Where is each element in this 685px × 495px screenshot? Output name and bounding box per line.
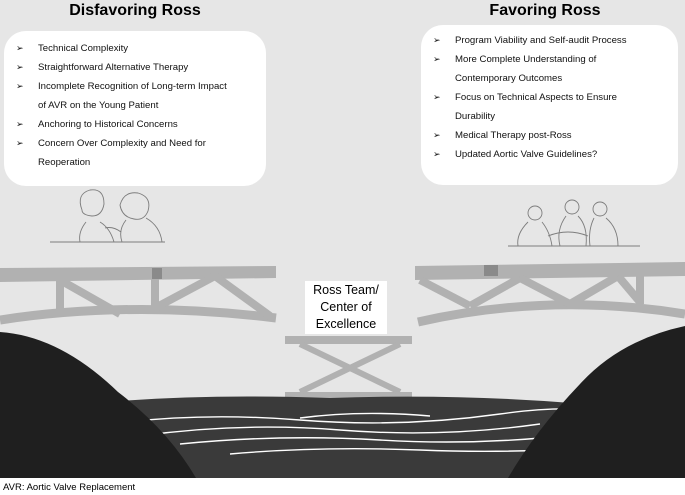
left-cliff <box>0 332 196 478</box>
disfavoring-factors-box: ➢Technical Complexity ➢Straightforward A… <box>4 31 266 186</box>
favoring-factors-box: ➢Program Viability and Self-audit Proces… <box>421 25 678 185</box>
favoring-factor-list: ➢Program Viability and Self-audit Proces… <box>433 31 670 164</box>
list-item: ➢More Complete Understanding of <box>433 50 670 69</box>
list-item-continuation: Contemporary Outcomes <box>455 73 563 84</box>
ross-team-label-line: Ross Team/ <box>313 283 379 297</box>
right-bridge-truss <box>418 272 644 310</box>
list-item-continuation: of AVR on the Young Patient <box>38 100 159 111</box>
right-cliff <box>508 326 685 478</box>
arrow-bullet-icon: ➢ <box>433 130 441 140</box>
disfavoring-heading: Disfavoring Ross <box>69 2 201 19</box>
list-item: ➢Anchoring to Historical Concerns <box>16 115 258 134</box>
abbreviation-footnote: AVR: Aortic Valve Replacement <box>3 482 136 493</box>
arrow-bullet-icon: ➢ <box>16 138 24 148</box>
right-bridge-lower-arc <box>417 300 685 327</box>
list-item: ➢Concern Over Complexity and Need for <box>16 134 258 153</box>
arrow-bullet-icon: ➢ <box>433 35 441 45</box>
favoring-heading: Favoring Ross <box>489 2 601 19</box>
left-bridge-truss <box>56 272 273 320</box>
arrow-bullet-icon: ➢ <box>16 119 24 129</box>
list-item: ➢Incomplete Recognition of Long-term Imp… <box>16 77 258 96</box>
center-lift-span <box>285 336 412 400</box>
arrow-bullet-icon: ➢ <box>433 54 441 64</box>
arrow-bullet-icon: ➢ <box>16 43 24 53</box>
ross-team-label: Ross Team/ Center of Excellence <box>305 281 387 334</box>
left-bridge-lower-arc <box>0 304 277 325</box>
arrow-bullet-icon: ➢ <box>433 149 441 159</box>
list-item: ➢Medical Therapy post-Ross <box>433 126 670 145</box>
list-item: ➢Updated Aortic Valve Guidelines? <box>433 145 670 164</box>
list-item: ➢Straightforward Alternative Therapy <box>16 58 258 77</box>
surgical-team-sketch <box>508 199 640 247</box>
list-item: ➢Focus on Technical Aspects to Ensure <box>433 88 670 107</box>
ross-team-label-line: Center of <box>320 300 372 314</box>
list-item-continuation: Reoperation <box>38 157 91 168</box>
ross-team-label-line: Excellence <box>315 317 377 331</box>
right-deck-joint <box>484 265 498 276</box>
arrow-bullet-icon: ➢ <box>16 62 24 72</box>
list-item: ➢Program Viability and Self-audit Proces… <box>433 31 670 50</box>
disfavoring-factor-list: ➢Technical Complexity ➢Straightforward A… <box>16 39 258 172</box>
arrow-bullet-icon: ➢ <box>433 92 441 102</box>
list-item-continuation: Durability <box>455 111 495 122</box>
arrow-bullet-icon: ➢ <box>16 81 24 91</box>
clinic-consultation-sketch <box>50 189 165 243</box>
left-deck-joint <box>152 268 162 279</box>
list-item: ➢Technical Complexity <box>16 39 258 58</box>
